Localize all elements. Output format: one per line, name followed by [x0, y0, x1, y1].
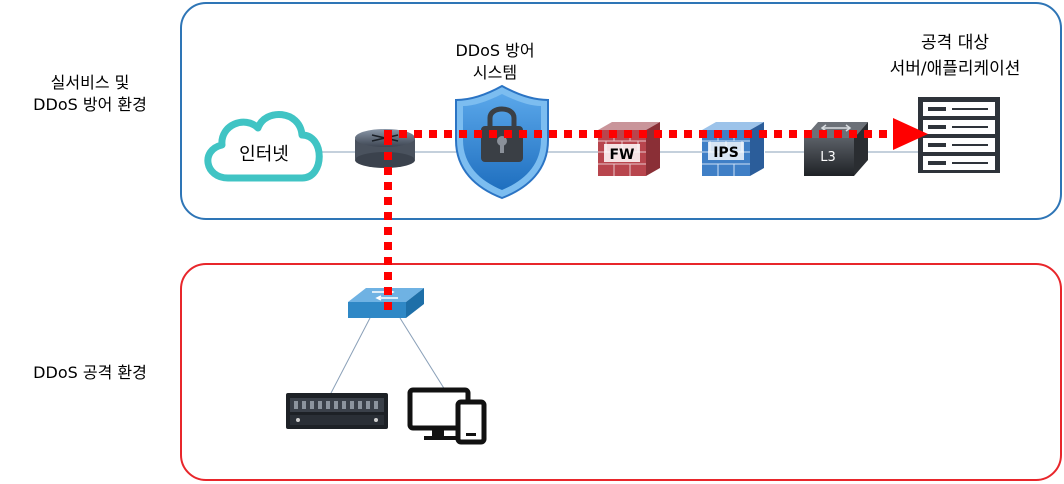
attacker-devices-icon	[407, 387, 487, 445]
attack-server-icon	[286, 393, 388, 429]
defense-system-label: DDoS 방어 시스템	[430, 40, 560, 84]
target-label-line2: 서버/애플리케이션	[889, 59, 1021, 79]
target-server-icon	[918, 97, 1000, 173]
service-zone	[180, 2, 1062, 220]
link-switch-devices	[399, 317, 446, 391]
defense-system-label-line1: DDoS 방어	[455, 41, 535, 60]
firewall-label: FW	[609, 147, 634, 163]
defense-system-label-line2: 시스템	[472, 63, 518, 82]
attack-path	[384, 118, 928, 310]
target-label: 공격 대상 서버/애플리케이션	[855, 30, 1055, 82]
service-zone-label-line2: DDoS 방어 환경	[33, 95, 147, 114]
service-zone-label: 실서비스 및 DDoS 방어 환경	[10, 72, 170, 116]
attack-arrowhead	[893, 118, 928, 150]
target-label-line1: 공격 대상	[921, 33, 989, 53]
attack-zone-label: DDoS 공격 환경	[33, 363, 147, 382]
network-links	[315, 151, 918, 396]
shield-lock-icon	[455, 84, 549, 200]
ips-icon: IPS	[702, 122, 764, 176]
internet-cloud: 인터넷	[204, 111, 323, 182]
link-switch-server	[329, 317, 371, 396]
internet-label: 인터넷	[239, 144, 289, 165]
firewall-icon: FW	[598, 122, 660, 176]
attack-zone	[180, 263, 1062, 481]
service-zone-label-line1: 실서비스 및	[50, 73, 130, 92]
l3-switch-label: L3	[820, 150, 836, 165]
ips-label: IPS	[713, 145, 739, 161]
